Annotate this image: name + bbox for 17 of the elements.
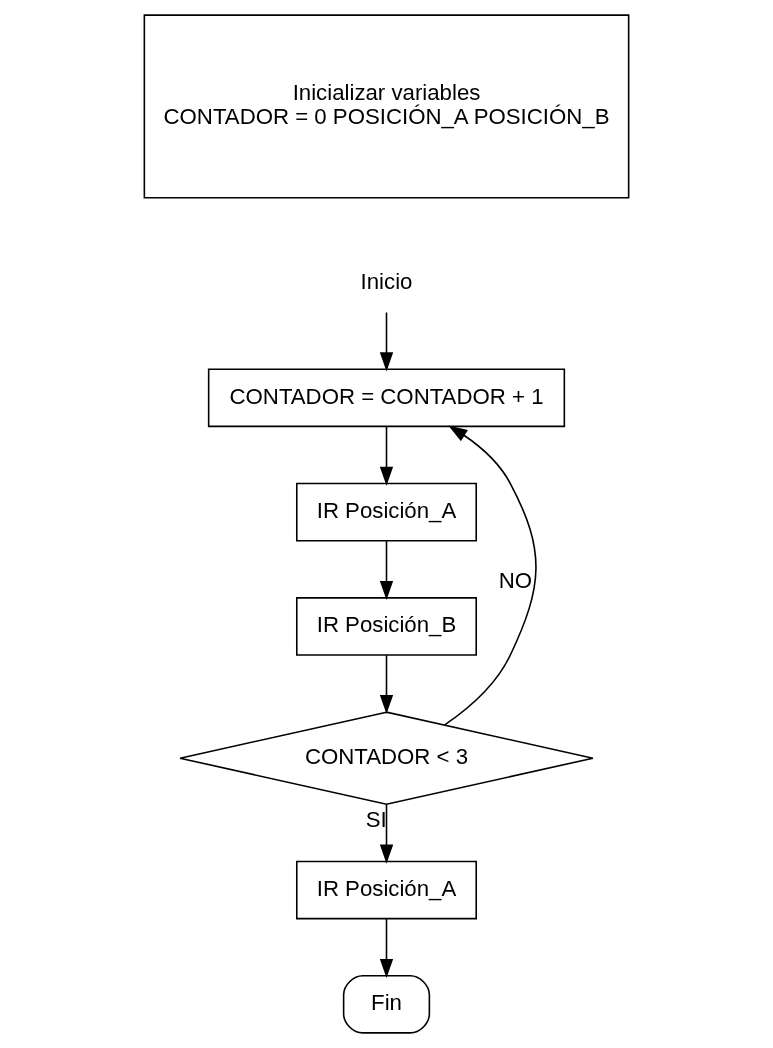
arrow xyxy=(379,804,394,864)
edge-label: NO xyxy=(498,568,533,594)
edge-label: SI xyxy=(365,807,387,833)
node-box: IR Posición_B xyxy=(296,597,477,656)
arrow xyxy=(379,918,394,978)
node-box: IR Posición_A xyxy=(296,482,477,542)
node-box: IR Posición_A xyxy=(296,860,477,920)
arrow xyxy=(379,426,394,486)
node-box: Inicializar variables CONTADOR = 0 POSICIÓN_A POSICIÓN_B xyxy=(143,14,630,199)
node-box: CONTADOR = CONTADOR + 1 xyxy=(207,368,566,428)
arrow xyxy=(379,654,394,715)
arrow xyxy=(379,311,394,372)
arrow xyxy=(379,540,394,601)
arrow xyxy=(443,425,537,726)
node-text: Inicio xyxy=(360,269,413,295)
node-box: Fin xyxy=(342,974,431,1034)
node-diamond: CONTADOR < 3 xyxy=(179,711,594,806)
